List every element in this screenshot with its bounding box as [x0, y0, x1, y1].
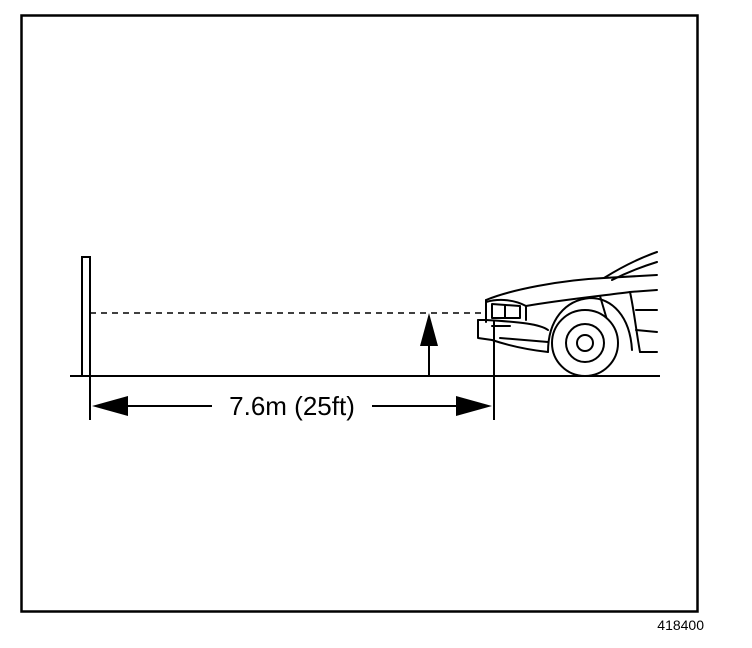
figure-number: 418400 [657, 617, 704, 633]
height-arrow [420, 313, 438, 376]
diagram-frame [20, 14, 699, 613]
distance-dimension: 7.6m (25ft) [92, 391, 492, 421]
distance-label: 7.6m (25ft) [229, 391, 355, 421]
vehicle-front [477, 251, 658, 353]
aiming-screen-post [81, 256, 91, 377]
front-wheel [551, 309, 619, 377]
